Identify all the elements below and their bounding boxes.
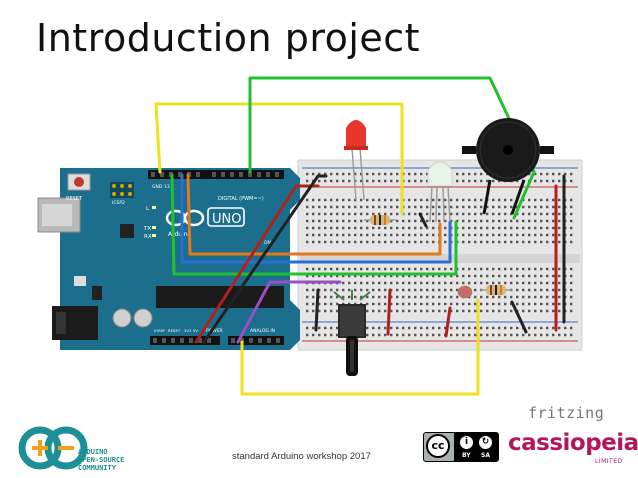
wire-yellow-bottom — [240, 298, 480, 396]
resistor-2 — [480, 285, 512, 295]
wire-black-3 — [418, 212, 428, 228]
wire-black-5 — [510, 300, 528, 334]
arduino-community-logo — [18, 426, 88, 470]
wires — [154, 76, 566, 396]
wire-yellow-top — [154, 102, 404, 216]
svg-text:IOREF: IOREF — [154, 328, 165, 333]
svg-text:UNO: UNO — [212, 212, 241, 227]
svg-text:TX: TX — [143, 226, 151, 232]
svg-text:ON: ON — [264, 240, 271, 246]
photoresistor — [457, 285, 473, 299]
cassiopeia-limited: LIMITED — [595, 458, 623, 465]
svg-text:POWER: POWER — [206, 328, 223, 334]
svg-text:DIGITAL (PWM=~): DIGITAL (PWM=~) — [218, 196, 264, 202]
power-header — [150, 336, 220, 345]
wire-green-lower — [170, 173, 458, 276]
arduino-community-text: ARDUINO OPEN-SOURCE COMMUNITY — [78, 448, 125, 472]
svg-text:ANALOG IN: ANALOG IN — [250, 328, 275, 334]
svg-text:Arduino: Arduino — [168, 231, 192, 238]
wire-black-1 — [202, 174, 328, 344]
svg-text:GND: GND — [152, 184, 163, 190]
wire-green-top — [248, 76, 536, 220]
wire-black-2 — [314, 288, 320, 332]
wire-red-2 — [386, 288, 392, 336]
slide-title: Introduction project — [36, 16, 421, 60]
potentiometer — [333, 290, 371, 376]
svg-text:RESET: RESET — [168, 328, 181, 333]
svg-text:L: L — [146, 206, 150, 212]
svg-text:ICSP2: ICSP2 — [112, 200, 125, 206]
arduino-uno-board: RESET ICSP2 L TX RX UNO Arduino — [37, 168, 300, 350]
wire-red-3 — [444, 306, 452, 338]
svg-text:13: 13 — [164, 184, 170, 190]
wire-blue — [180, 173, 452, 264]
resistor-1 — [364, 215, 396, 225]
reset-button — [74, 177, 84, 187]
svg-text:RX: RX — [144, 234, 152, 240]
sa-icon: ↻ — [478, 435, 493, 450]
rgb-led — [427, 161, 453, 223]
wire-orange — [186, 173, 442, 256]
svg-text:3V3: 3V3 — [184, 328, 192, 333]
cc-icon: cc — [426, 434, 450, 458]
svg-text:5V: 5V — [193, 328, 198, 333]
analog-header — [228, 336, 284, 345]
cc-license-badge: cc i ↻ BY SA — [423, 432, 499, 462]
svg-text:RESET: RESET — [66, 196, 83, 202]
fritzing-logo: fritzing — [528, 404, 605, 422]
microcontroller-chip — [156, 286, 284, 308]
footer-text: standard Arduino workshop 2017 — [232, 451, 371, 462]
wire-purple — [236, 280, 342, 344]
by-icon: i — [459, 435, 474, 450]
cassiopeia-logo: cassiopeia — [508, 430, 638, 456]
red-led — [344, 120, 368, 201]
piezo-buzzer — [462, 118, 554, 215]
